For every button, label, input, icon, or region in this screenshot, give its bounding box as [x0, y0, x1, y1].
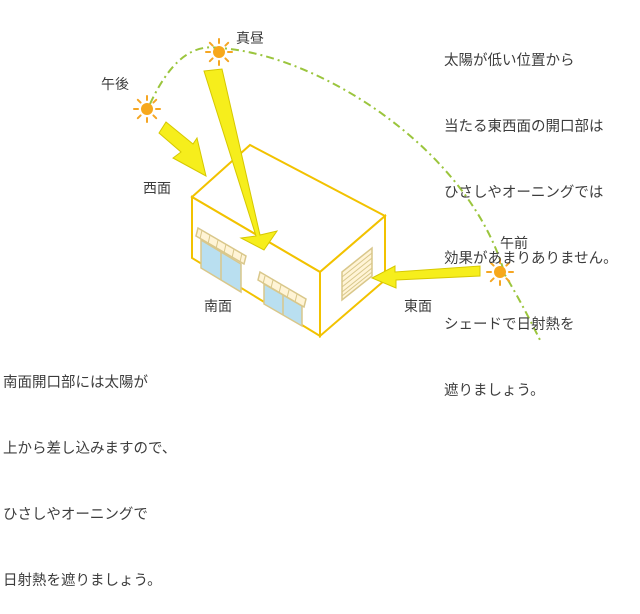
sun-morning-icon [486, 258, 514, 286]
west-face-label: 西面 [143, 181, 171, 197]
east-face-label: 東面 [404, 299, 432, 315]
awning-right [257, 270, 307, 309]
noon-sun-arrow [203, 68, 279, 251]
note-line: 当たる東西面の開口部は [444, 119, 604, 135]
note-line: ひさしやオーニングでは [444, 185, 604, 201]
orientation-diagram [133, 38, 541, 341]
south-face-label: 南面 [204, 299, 232, 315]
note-line: 上から差し込みますので、 [3, 441, 177, 457]
afternoon-label: 午後 [101, 77, 129, 93]
note-line: 南面開口部には太陽が [3, 375, 148, 391]
note-line: 効果があまりありません。 [444, 251, 618, 267]
note-line: 遮りましょう。 [444, 383, 545, 399]
awning-left [195, 226, 247, 266]
afternoon-sun-arrow [158, 121, 207, 177]
morning-sun-arrow [370, 265, 481, 289]
morning-label: 午前 [500, 236, 528, 252]
note-line: 日射熱を遮りましょう。 [3, 573, 162, 589]
note-line: ひさしやオーニングで [3, 507, 148, 523]
sun-noon-icon [205, 38, 233, 66]
east-west-note: 太陽が低い位置から 当たる東西面の開口部は ひさしやオーニングでは 効果があまり… [444, 6, 618, 424]
note-line: 太陽が低い位置から [444, 53, 575, 69]
noon-label: 真昼 [236, 31, 264, 47]
sun-afternoon-icon [133, 95, 161, 123]
east-shade [341, 246, 373, 302]
south-note: 南面開口部には太陽が 上から差し込みますので、 ひさしやオーニングで 日射熱を遮… [3, 328, 176, 614]
south-window-left [200, 238, 242, 294]
note-line: シェードで日射熱を [444, 317, 575, 333]
